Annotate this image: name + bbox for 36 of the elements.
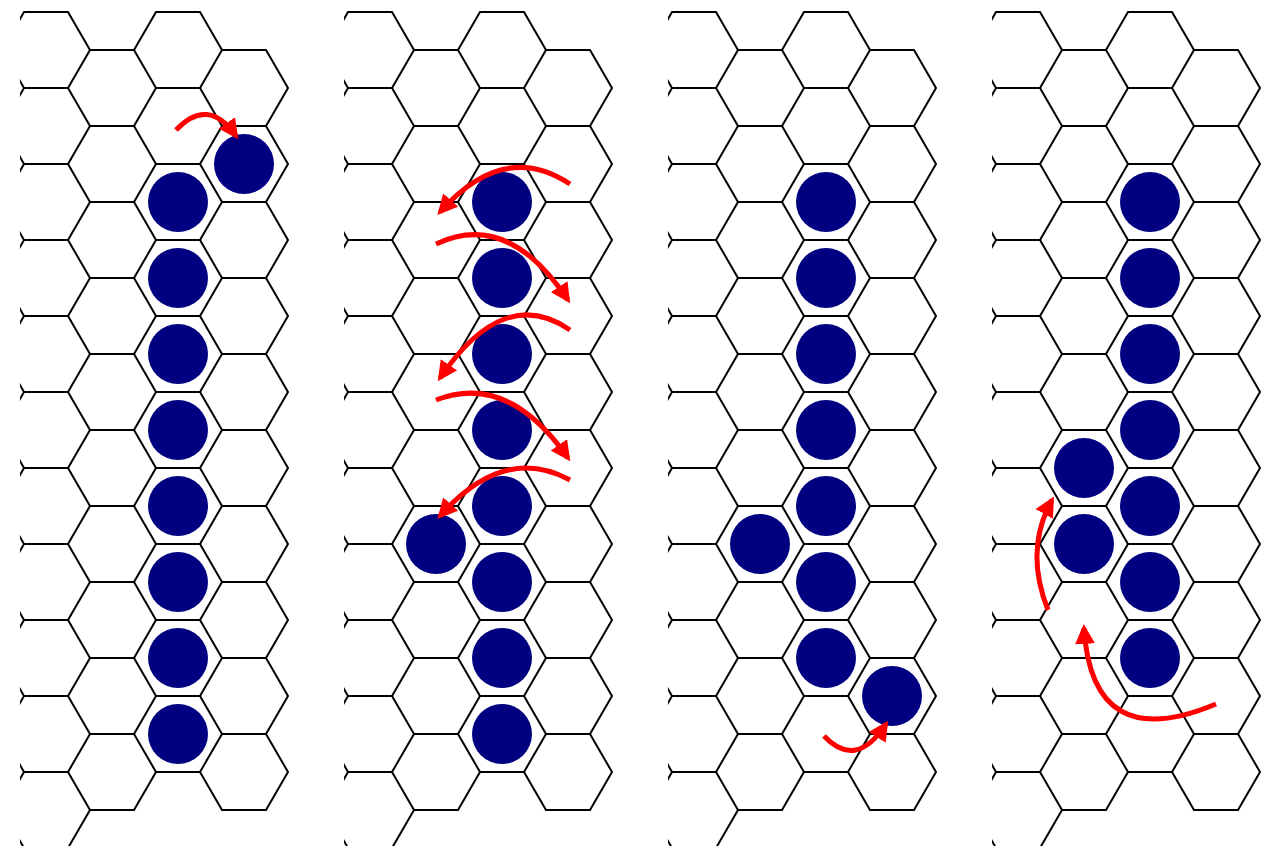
token-dot — [796, 400, 856, 460]
token-dot — [406, 514, 466, 574]
token-dot — [1054, 438, 1114, 498]
token-dot — [148, 324, 208, 384]
token-dot — [472, 628, 532, 688]
token-dot — [730, 514, 790, 574]
token-dot — [1120, 476, 1180, 536]
token-dot — [472, 552, 532, 612]
token-dot — [148, 172, 208, 232]
token-dot — [148, 476, 208, 536]
token-dot — [472, 704, 532, 764]
token-dot — [472, 172, 532, 232]
token-dot — [148, 704, 208, 764]
token-dot — [796, 324, 856, 384]
token-dot — [1120, 324, 1180, 384]
token-dot — [796, 476, 856, 536]
token-dot — [472, 476, 532, 536]
token-dot — [1120, 400, 1180, 460]
token-dot — [1120, 552, 1180, 612]
token-dot — [796, 172, 856, 232]
token-dot — [1054, 514, 1114, 574]
token-dot — [148, 248, 208, 308]
token-dot — [148, 628, 208, 688]
token-dot — [148, 400, 208, 460]
token-dot — [1120, 172, 1180, 232]
token-dot — [472, 400, 532, 460]
token-dot — [796, 628, 856, 688]
token-dot — [472, 248, 532, 308]
token-dot — [148, 552, 208, 612]
token-dot — [796, 248, 856, 308]
token-dot — [1120, 628, 1180, 688]
token-dot — [862, 666, 922, 726]
token-dot — [1120, 248, 1180, 308]
token-dot — [214, 134, 274, 194]
token-dot — [796, 552, 856, 612]
token-dot — [472, 324, 532, 384]
